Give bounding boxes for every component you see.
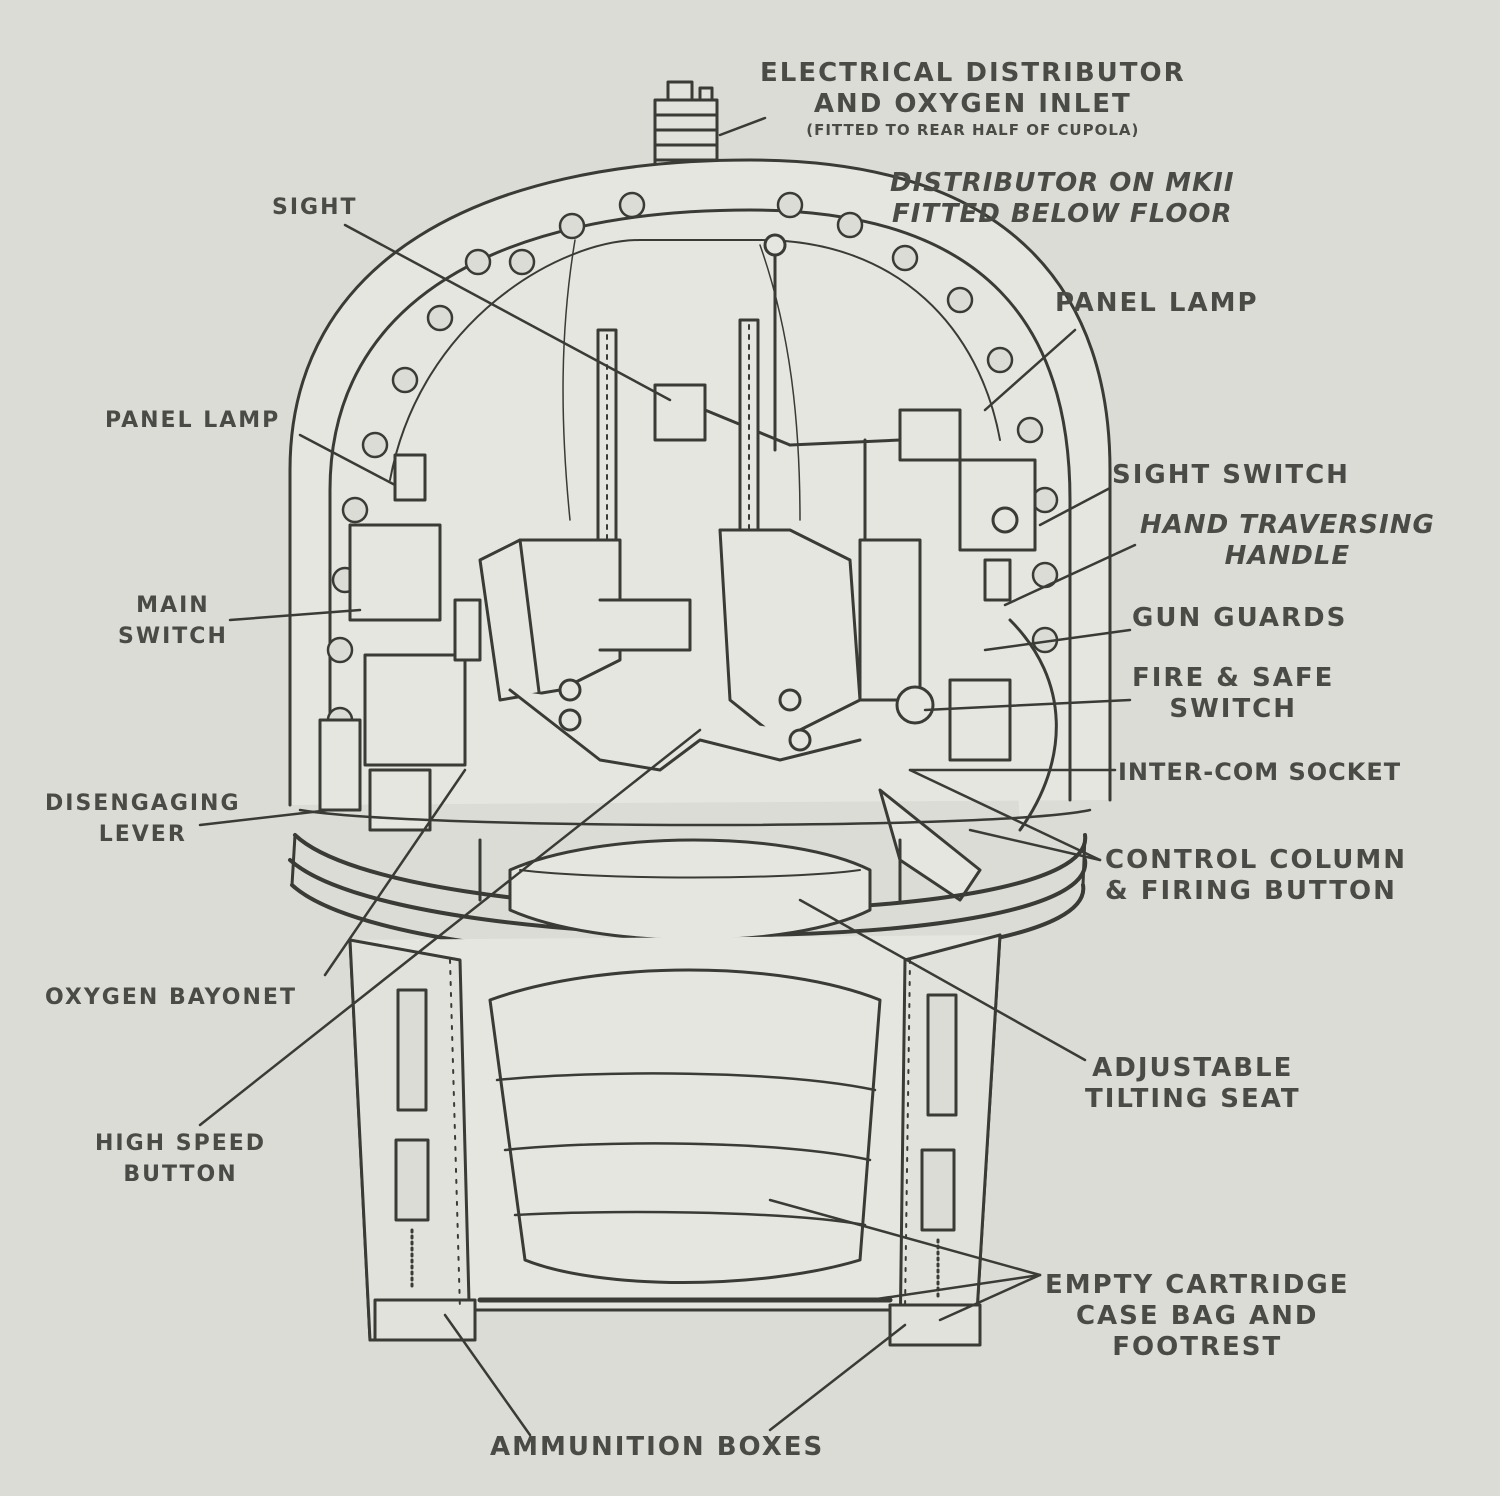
leader-lines bbox=[198, 116, 1137, 1437]
gun-barrels bbox=[596, 318, 760, 562]
label-panel-lamp-right: PANEL LAMP bbox=[1055, 288, 1259, 318]
label-control-column: CONTROL COLUMN & FIRING BUTTON bbox=[1105, 845, 1407, 906]
label-high-speed-button: HIGH SPEED BUTTON bbox=[95, 1131, 267, 1187]
seat-shape bbox=[478, 838, 902, 942]
label-adjustable-tilting-seat: ADJUSTABLE TILTING SEAT bbox=[1085, 1053, 1301, 1114]
label-disengaging-lever: DISENGAGING LEVER bbox=[45, 791, 241, 847]
label-distributor-mkii: DISTRIBUTOR ON MKII FITTED BELOW FLOOR bbox=[890, 168, 1235, 229]
label-gun-guards: GUN GUARDS bbox=[1132, 603, 1348, 633]
label-inter-com-socket: INTER-COM SOCKET bbox=[1118, 758, 1402, 786]
label-hand-traversing-handle: HAND TRAVERSING HANDLE bbox=[1140, 510, 1435, 571]
label-sight-switch: SIGHT SWITCH bbox=[1112, 460, 1350, 490]
cartridge-bag bbox=[477, 968, 893, 1303]
right-side-equipment bbox=[878, 458, 1058, 902]
label-electrical-distributor: ELECTRICAL DISTRIBUTOR AND OXYGEN INLET … bbox=[760, 58, 1186, 139]
label-sight: SIGHT bbox=[272, 195, 358, 220]
label-oxygen-bayonet: OXYGEN BAYONET bbox=[45, 985, 297, 1010]
label-panel-lamp-left: PANEL LAMP bbox=[105, 408, 281, 433]
label-ammunition-boxes: AMMUNITION BOXES bbox=[490, 1432, 825, 1462]
left-side-equipment bbox=[318, 453, 482, 832]
label-fire-safe-switch: FIRE & SAFE SWITCH bbox=[1132, 663, 1335, 724]
gun-mounts bbox=[478, 528, 922, 772]
label-main-switch: MAIN SWITCH bbox=[118, 593, 228, 649]
label-empty-cartridge-case-bag: EMPTY CARTRIDGE CASE BAG AND FOOTREST bbox=[1045, 1270, 1350, 1362]
